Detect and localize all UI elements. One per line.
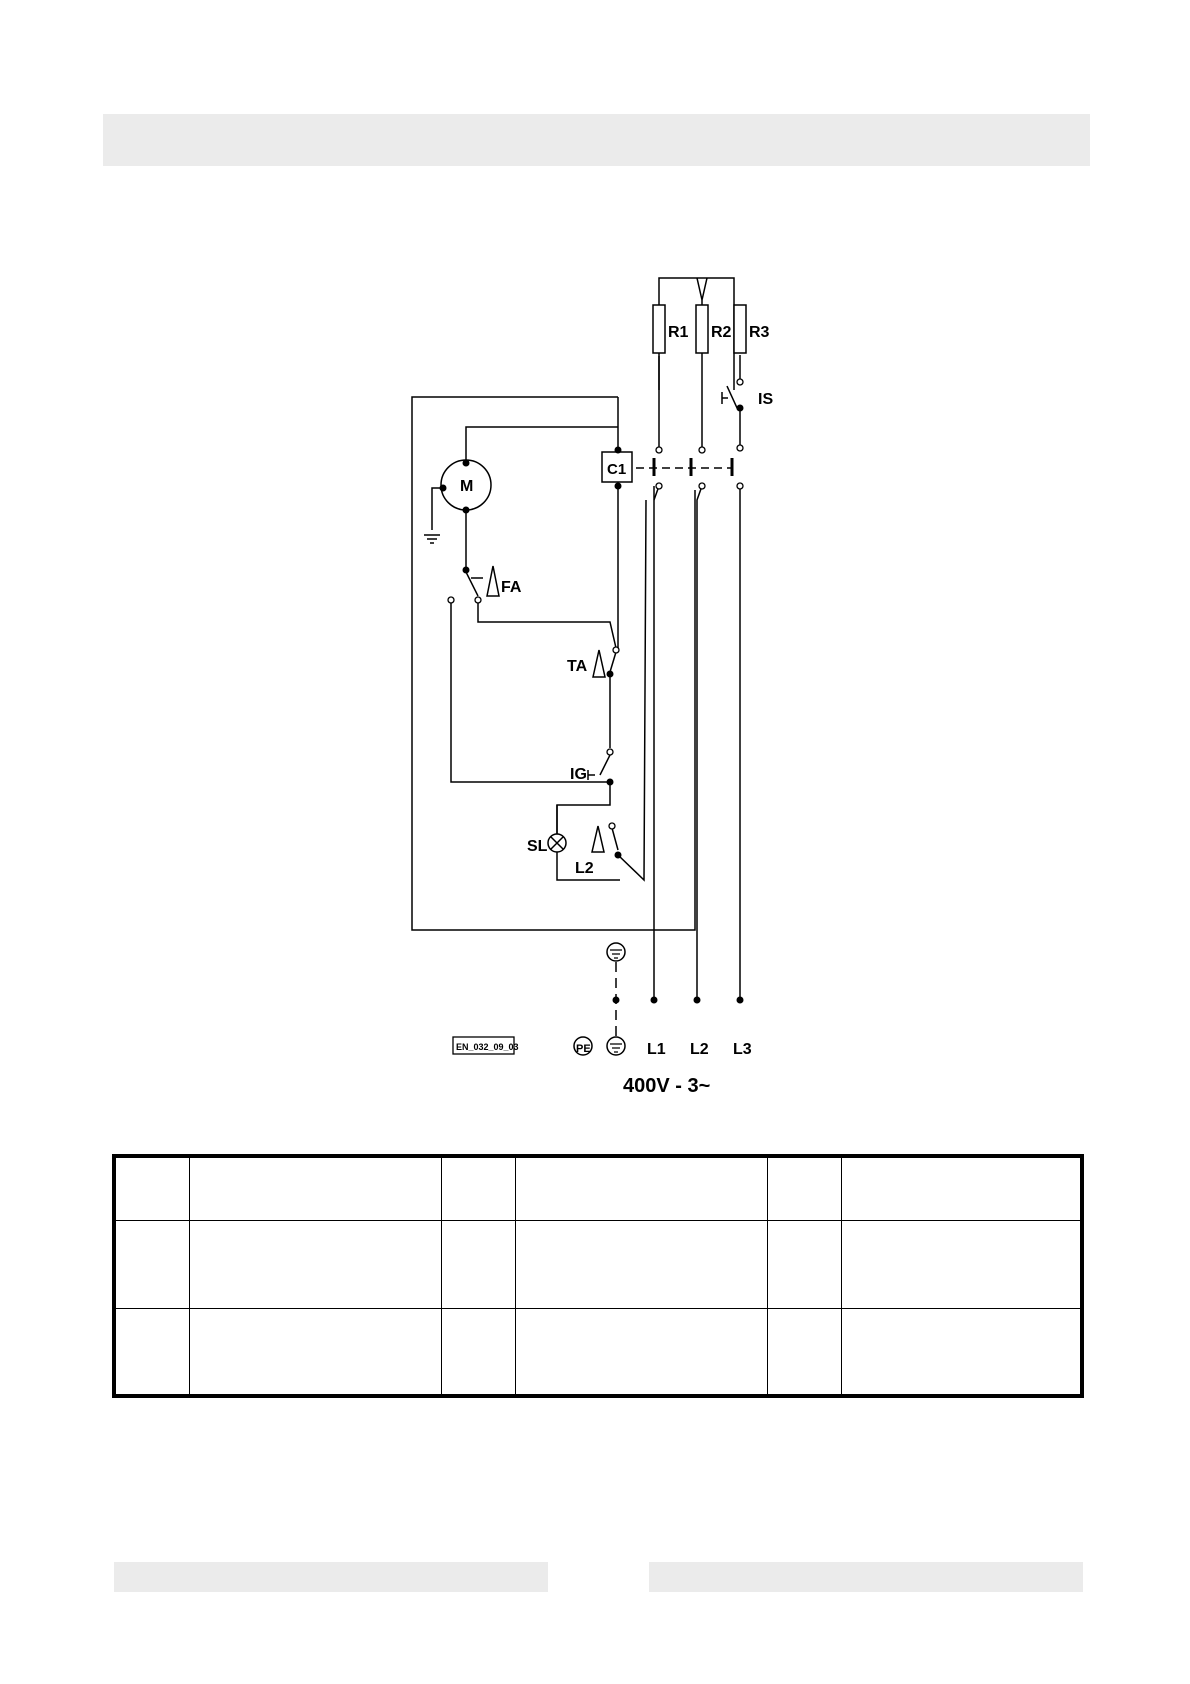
terminal — [698, 446, 706, 454]
signal-lamp-cross — [550, 836, 564, 850]
table-cell — [515, 1155, 768, 1221]
earth-symbol-bottom — [606, 1036, 626, 1056]
table-cell — [113, 1155, 190, 1221]
terminal — [736, 482, 744, 490]
earth-lines-bottom — [610, 1043, 622, 1053]
junction — [650, 996, 658, 1004]
terminal — [655, 446, 663, 454]
l2-return-wire — [617, 499, 647, 882]
l2-contact — [611, 827, 619, 851]
junction — [736, 404, 744, 412]
label-l2-phase: L2 — [690, 1041, 709, 1058]
table-cell — [189, 1219, 442, 1309]
ta-sensor-wedge — [592, 649, 606, 678]
table-cell — [441, 1219, 516, 1309]
is-contact — [726, 385, 739, 411]
legend-table — [112, 1154, 1084, 1398]
r2-resistor — [695, 304, 709, 354]
motor-earth-symbol — [424, 534, 440, 544]
label-drawing-code: EN_032_09_03 — [456, 1042, 519, 1052]
table-row — [113, 1219, 1083, 1309]
is-actuator — [721, 392, 728, 404]
r3-resistor — [733, 304, 747, 354]
footer-band-right — [649, 1562, 1083, 1592]
pe-circle — [573, 1036, 593, 1056]
table-cell — [841, 1219, 1083, 1309]
star-point-wire — [696, 277, 708, 301]
label-fa: FA — [501, 579, 522, 596]
label-l3: L3 — [733, 1041, 752, 1058]
junction — [462, 566, 470, 574]
l2-sensor-wedge — [591, 825, 605, 853]
terminal — [612, 646, 620, 654]
fa-nc-wire — [450, 600, 610, 783]
label-sl: SL — [527, 838, 548, 855]
table-cell — [841, 1155, 1083, 1221]
table-cell — [515, 1219, 768, 1309]
junction — [439, 484, 447, 492]
table-cell — [767, 1307, 842, 1397]
wiring-diagram: R1 R2 R3 IS C1 M FA TA IG SL L2 PE L1 L2… — [411, 277, 773, 1097]
junction — [614, 446, 622, 454]
table-cell — [113, 1219, 190, 1309]
table-cell — [767, 1219, 842, 1309]
motor-top-wire — [465, 426, 618, 463]
label-motor: M — [460, 478, 473, 495]
junction — [736, 996, 744, 1004]
earth-symbol-top — [606, 942, 626, 962]
fa-sensor-wedge — [486, 565, 500, 597]
junction — [462, 506, 470, 514]
terminal — [736, 378, 744, 386]
terminal — [447, 596, 455, 604]
contactor-contact-bars — [652, 458, 734, 476]
junction — [614, 482, 622, 490]
footer-band-left — [114, 1562, 548, 1592]
junction — [606, 670, 614, 678]
earth-lines-top — [610, 949, 622, 959]
frame-wire — [411, 396, 696, 931]
header-band — [103, 114, 1090, 166]
terminal — [736, 444, 744, 452]
table-row — [113, 1155, 1083, 1221]
label-l2-limiter: L2 — [575, 860, 594, 877]
junction — [462, 459, 470, 467]
ta-contact — [609, 651, 617, 673]
label-l1: L1 — [647, 1041, 666, 1058]
table-row — [113, 1307, 1083, 1397]
r1-resistor — [652, 304, 666, 354]
label-r3: R3 — [749, 324, 770, 341]
label-r2: R2 — [711, 324, 732, 341]
label-c1: C1 — [607, 461, 626, 478]
table-cell — [113, 1307, 190, 1397]
label-pe: PE — [576, 1043, 591, 1055]
label-r1: R1 — [668, 324, 689, 341]
junction — [612, 996, 620, 1004]
terminal — [698, 482, 706, 490]
table-cell — [441, 1307, 516, 1397]
drawing-code-box — [452, 1036, 515, 1055]
table-cell — [767, 1155, 842, 1221]
label-is: IS — [758, 391, 773, 408]
motor-earth-wire — [431, 487, 443, 530]
junction — [614, 851, 622, 859]
terminal — [608, 822, 616, 830]
junction — [693, 996, 701, 1004]
ig-contact — [599, 754, 611, 776]
table-cell — [189, 1155, 442, 1221]
label-voltage: 400V - 3~ — [623, 1075, 710, 1097]
fa-no-wire — [477, 600, 617, 649]
ig-actuator — [587, 770, 595, 780]
table-cell — [189, 1307, 442, 1397]
terminal — [655, 482, 663, 490]
table-cell — [441, 1155, 516, 1221]
label-ta: TA — [567, 658, 588, 675]
table-cell — [515, 1307, 768, 1397]
fa-contact — [465, 571, 479, 597]
label-ig: IG — [570, 766, 587, 783]
table-cell — [841, 1307, 1083, 1397]
junction — [606, 778, 614, 786]
terminal — [606, 748, 614, 756]
l2-line — [696, 485, 703, 1000]
terminal — [474, 596, 482, 604]
